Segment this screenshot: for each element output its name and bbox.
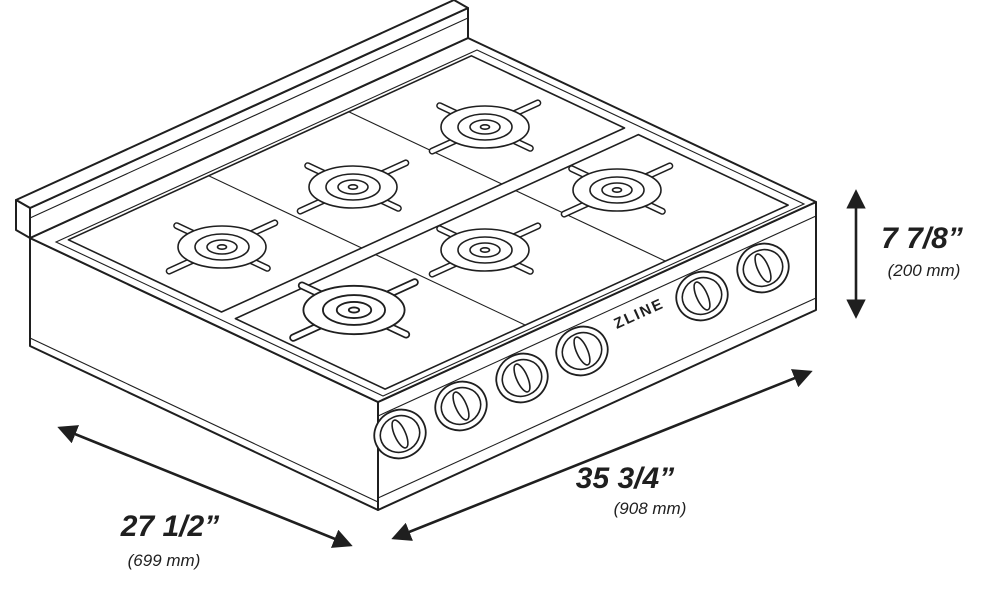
depth-dimension-arrow-icon	[57, 425, 353, 548]
rangetop-drawing: ZLINE	[15, 0, 817, 511]
burner-grates	[67, 54, 789, 390]
depth-metric-label: (699 mm)	[128, 551, 201, 570]
burner-front-left	[293, 282, 414, 337]
height-dimension: 7 7/8” (200 mm)	[846, 189, 963, 319]
backguard-rail	[15, 0, 469, 239]
width-dimension: 35 3/4” (908 mm)	[391, 369, 813, 541]
height-metric-label: (200 mm)	[888, 261, 961, 280]
burner-back-center	[300, 163, 406, 211]
burner-front-center	[432, 226, 538, 274]
burner-back-left	[169, 223, 275, 271]
burner-front-right	[564, 166, 670, 214]
depth-imperial-label: 27 1/2”	[120, 510, 219, 543]
burner-back-right	[432, 103, 538, 151]
height-imperial-label: 7 7/8”	[881, 222, 963, 255]
width-metric-label: (908 mm)	[614, 499, 687, 518]
depth-dimension: 27 1/2” (699 mm)	[57, 425, 353, 570]
width-imperial-label: 35 3/4”	[576, 462, 674, 495]
width-dimension-arrow-icon	[391, 369, 813, 541]
